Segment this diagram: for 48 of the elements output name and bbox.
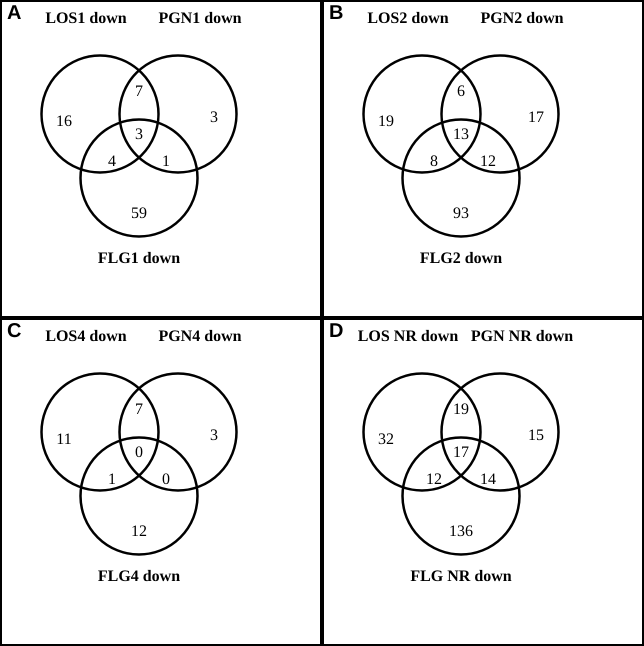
- panel-letter: B: [329, 2, 344, 25]
- region-count: 0: [135, 444, 143, 462]
- set-label: PGN NR down: [470, 328, 574, 346]
- region-count: 12: [480, 153, 496, 171]
- region-count: 17: [528, 109, 544, 127]
- region-count: 1: [108, 471, 116, 489]
- region-count: 19: [378, 113, 394, 131]
- region-count: 93: [453, 205, 469, 223]
- region-count: 3: [210, 109, 218, 127]
- set-label: LOS2 down: [367, 10, 449, 28]
- region-count: 1: [162, 153, 170, 171]
- region-count: 17: [453, 444, 469, 462]
- region-count: 32: [378, 431, 394, 449]
- set-label: PGN4 down: [158, 328, 242, 346]
- region-count: 0: [162, 471, 170, 489]
- region-count: 3: [210, 427, 218, 445]
- region-count: 15: [528, 427, 544, 445]
- set-label: LOS NR down: [358, 328, 458, 346]
- region-count: 4: [108, 153, 116, 171]
- panel-letter: A: [7, 2, 22, 25]
- panel-letter: D: [329, 320, 344, 343]
- region-count: 12: [131, 523, 147, 541]
- set-label: PGN2 down: [480, 10, 564, 28]
- region-count: 59: [131, 205, 147, 223]
- set-label: FLG NR down: [410, 568, 512, 586]
- region-count: 14: [480, 471, 496, 489]
- panel-frame: [0, 318, 322, 646]
- region-count: 19: [453, 401, 469, 419]
- set-label: FLG2 down: [420, 250, 502, 268]
- region-count: 13: [453, 126, 469, 144]
- set-label: LOS1 down: [45, 10, 127, 28]
- panel-frame: [0, 0, 322, 318]
- panel-letter: C: [7, 320, 22, 343]
- panel-frame: [322, 318, 644, 646]
- set-label: PGN1 down: [158, 10, 242, 28]
- panel-frame: [322, 0, 644, 318]
- set-label: FLG4 down: [98, 568, 180, 586]
- set-label: LOS4 down: [45, 328, 127, 346]
- region-count: 7: [135, 401, 143, 419]
- region-count: 136: [449, 523, 473, 541]
- region-count: 12: [426, 471, 442, 489]
- region-count: 16: [56, 113, 72, 131]
- region-count: 7: [135, 83, 143, 101]
- set-label: FLG1 down: [98, 250, 180, 268]
- region-count: 11: [56, 431, 72, 449]
- region-count: 6: [457, 83, 465, 101]
- region-count: 8: [430, 153, 438, 171]
- region-count: 3: [135, 126, 143, 144]
